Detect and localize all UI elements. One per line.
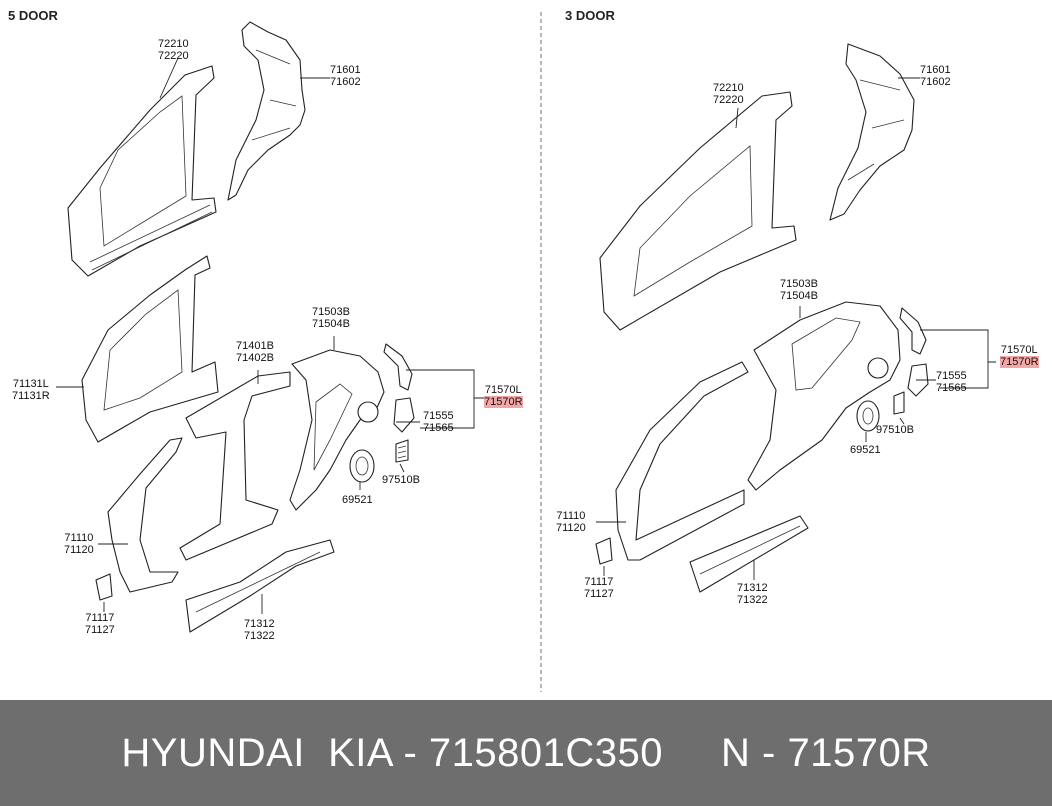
part-71503-right	[747, 301, 901, 491]
label-97510B-right: 97510B	[876, 424, 914, 436]
highlight-71570R: 71570R	[484, 396, 523, 408]
part-71503-left	[289, 349, 385, 511]
part-71401-left	[179, 371, 291, 561]
part-71131-left	[81, 255, 219, 443]
brand-part-number: HYUNDAI KIA - 715801C350	[121, 730, 664, 775]
part-71312-right	[689, 515, 809, 593]
part-number-footer: HYUNDAI KIA - 715801C350 N - 71570R	[0, 700, 1052, 806]
part-72210-right	[599, 91, 797, 331]
oem-part-number: N - 71570R	[721, 730, 931, 775]
label-97510B: 97510B	[382, 474, 420, 486]
parts-drawing	[56, 12, 996, 692]
section-title-3-door: 3 DOOR	[565, 8, 615, 23]
part-69521-right	[856, 400, 880, 432]
part-71117-right	[595, 537, 613, 565]
part-71570-left	[383, 343, 413, 391]
part-69521-left	[349, 449, 375, 483]
part-71601-left	[227, 21, 306, 201]
part-72210-left	[67, 65, 217, 277]
label-69521: 69521	[342, 494, 373, 506]
label-69521-right: 69521	[850, 444, 881, 456]
highlight-71570R-right: 71570R	[1000, 356, 1039, 368]
part-71110-left	[107, 437, 183, 593]
part-71312-left	[185, 539, 335, 633]
part-71570-right	[899, 307, 927, 355]
section-title-5-door: 5 DOOR	[8, 8, 58, 23]
part-97510-left	[395, 439, 409, 463]
part-71110-right	[615, 361, 749, 561]
part-97510-right	[893, 391, 905, 415]
part-71555-left	[393, 397, 415, 433]
part-71117-left	[95, 573, 113, 601]
part-71601-right	[829, 43, 915, 221]
